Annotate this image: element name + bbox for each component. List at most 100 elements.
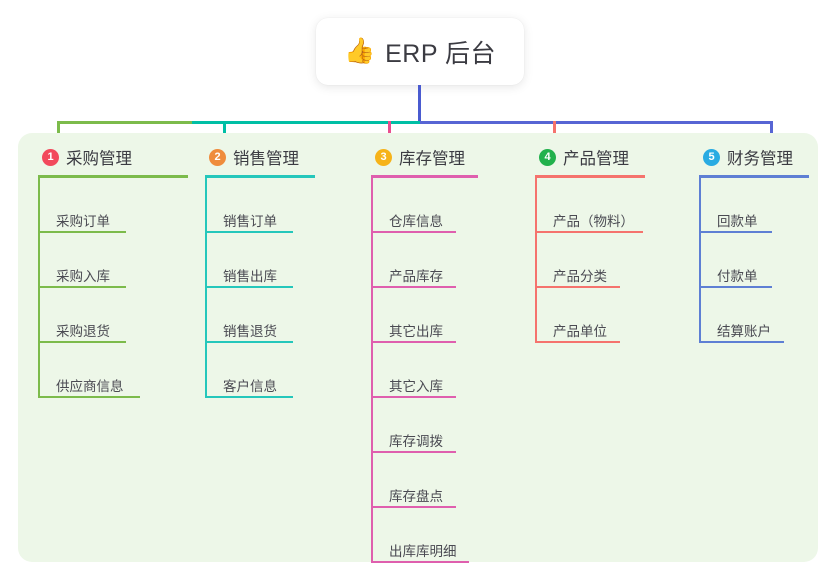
branch-badge-icon: 5 [703, 148, 720, 166]
child-underline [371, 341, 456, 343]
child-node[interactable]: 产品分类 [535, 233, 645, 288]
child-underline [371, 231, 456, 233]
child-label: 采购退货 [56, 323, 110, 339]
child-label: 客户信息 [223, 378, 277, 394]
child-underline [699, 231, 772, 233]
child-underline [371, 451, 456, 453]
child-label: 回款单 [717, 213, 758, 229]
child-label: 产品单位 [553, 323, 607, 339]
child-node[interactable]: 销售退货 [205, 288, 315, 343]
branch-header-1[interactable]: 1 采购管理 [38, 145, 188, 169]
child-underline [699, 341, 784, 343]
child-underline [38, 341, 126, 343]
root-node[interactable]: 👍 ERP 后台 [316, 18, 524, 85]
child-node[interactable]: 其它出库 [371, 288, 478, 343]
branch-children: 回款单付款单结算账户 [699, 178, 809, 343]
child-node[interactable]: 产品单位 [535, 288, 645, 343]
child-underline [535, 341, 620, 343]
thumbs-up-icon: 👍 [343, 37, 376, 65]
child-underline [38, 396, 140, 398]
content-panel [18, 133, 818, 562]
branch-label: 产品管理 [563, 150, 629, 168]
root-stem-line [418, 85, 421, 123]
branch-badge-icon: 3 [375, 148, 392, 166]
branch-children: 销售订单销售出库销售退货客户信息 [205, 178, 315, 398]
child-label: 销售退货 [223, 323, 277, 339]
child-label: 付款单 [717, 268, 758, 284]
branch-spine [699, 178, 701, 343]
branch-badge-icon: 2 [209, 148, 226, 166]
child-label: 销售订单 [223, 213, 277, 229]
child-underline [371, 286, 456, 288]
trunk-segment-right [420, 121, 772, 124]
branch-children: 产品（物料） 产品分类产品单位 [535, 178, 645, 343]
branch-label: 库存管理 [399, 150, 465, 168]
branch-spine [371, 178, 373, 563]
branch-underline [371, 175, 478, 178]
child-node[interactable]: 供应商信息 [38, 343, 188, 398]
child-label: 其它出库 [389, 323, 443, 339]
branch-header-5[interactable]: 5 财务管理 [699, 145, 809, 169]
child-node[interactable]: 库存盘点 [371, 453, 478, 508]
branch-header-3[interactable]: 3 库存管理 [371, 145, 478, 169]
child-node[interactable]: 其它入库 [371, 343, 478, 398]
child-label: 出库库明细 [389, 543, 457, 559]
child-label: 库存盘点 [389, 488, 443, 504]
trunk-segment-left [57, 121, 192, 124]
branch-spine [38, 178, 40, 398]
branch-underline [535, 175, 645, 178]
child-label: 产品库存 [389, 268, 443, 284]
branch-column-3: 3 库存管理仓库信息产品库存其它出库其它入库库存调拨库存盘点出库库明细 [371, 145, 478, 563]
child-node[interactable]: 回款单 [699, 178, 809, 233]
branch-spine [205, 178, 207, 398]
child-node[interactable]: 采购退货 [38, 288, 188, 343]
child-underline [371, 506, 456, 508]
branch-badge-icon: 1 [42, 148, 59, 166]
child-label: 采购入库 [56, 268, 110, 284]
branch-badge-icon: 4 [539, 148, 556, 166]
child-node[interactable]: 结算账户 [699, 288, 809, 343]
child-node[interactable]: 销售出库 [205, 233, 315, 288]
child-underline [371, 561, 469, 563]
child-underline [535, 286, 620, 288]
branch-column-2: 2 销售管理销售订单销售出库销售退货客户信息 [205, 145, 315, 398]
child-node[interactable]: 付款单 [699, 233, 809, 288]
child-node[interactable]: 出库库明细 [371, 508, 478, 563]
branch-children: 采购订单采购入库采购退货供应商信息 [38, 178, 188, 398]
child-label: 产品（物料） [553, 213, 634, 229]
child-label: 结算账户 [717, 323, 771, 339]
branch-header-4[interactable]: 4 产品管理 [535, 145, 645, 169]
child-node[interactable]: 销售订单 [205, 178, 315, 233]
branch-label: 财务管理 [727, 150, 793, 168]
child-label: 库存调拨 [389, 433, 443, 449]
child-node[interactable]: 客户信息 [205, 343, 315, 398]
child-node[interactable]: 采购订单 [38, 178, 188, 233]
child-label: 仓库信息 [389, 213, 443, 229]
branch-column-4: 4 产品管理产品（物料） 产品分类产品单位 [535, 145, 645, 343]
branch-label: 采购管理 [66, 150, 132, 168]
child-underline [699, 286, 772, 288]
child-label: 采购订单 [56, 213, 110, 229]
trunk-segment-mid [192, 121, 420, 124]
branch-underline [699, 175, 809, 178]
branch-spine [535, 178, 537, 343]
child-underline [205, 231, 293, 233]
child-underline [38, 286, 126, 288]
child-underline [205, 341, 293, 343]
child-underline [535, 231, 643, 233]
child-underline [38, 231, 126, 233]
child-underline [205, 396, 293, 398]
branch-label: 销售管理 [233, 150, 299, 168]
child-label: 供应商信息 [56, 378, 124, 394]
child-node[interactable]: 产品库存 [371, 233, 478, 288]
branch-column-5: 5 财务管理回款单付款单结算账户 [699, 145, 809, 343]
child-underline [205, 286, 293, 288]
child-node[interactable]: 库存调拨 [371, 398, 478, 453]
child-label: 其它入库 [389, 378, 443, 394]
child-node[interactable]: 仓库信息 [371, 178, 478, 233]
child-node[interactable]: 采购入库 [38, 233, 188, 288]
branch-header-2[interactable]: 2 销售管理 [205, 145, 315, 169]
child-node[interactable]: 产品（物料） [535, 178, 645, 233]
branch-children: 仓库信息产品库存其它出库其它入库库存调拨库存盘点出库库明细 [371, 178, 478, 563]
